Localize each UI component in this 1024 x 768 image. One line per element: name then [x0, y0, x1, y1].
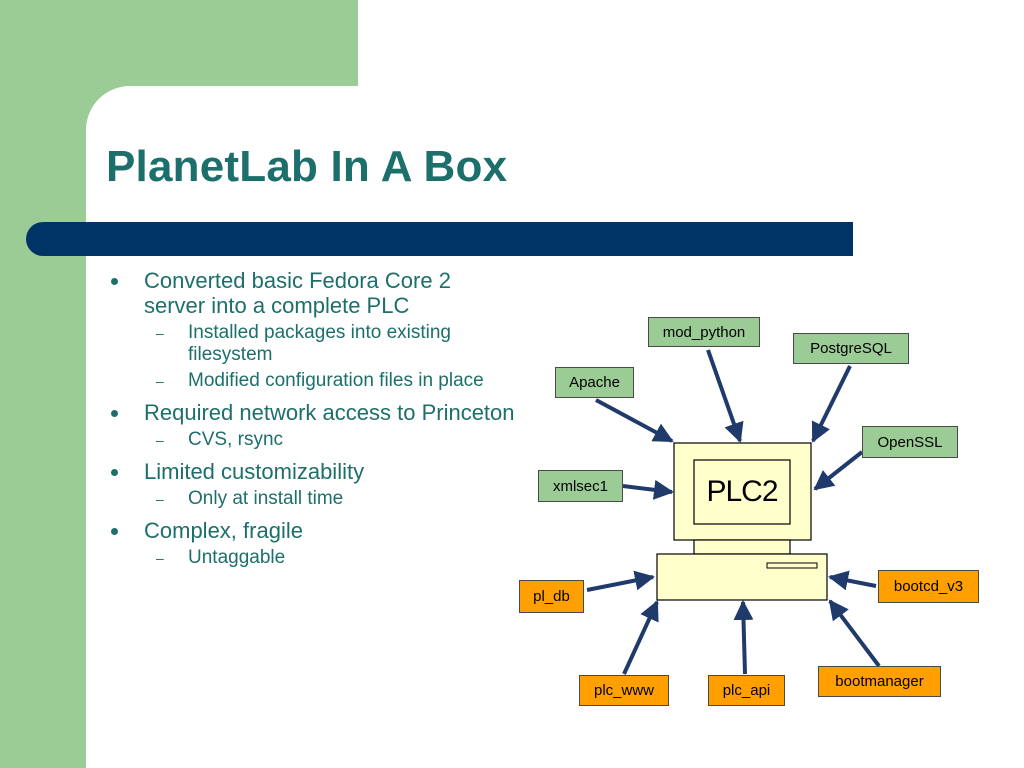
monitor-stand	[693, 539, 791, 555]
base-unit	[656, 553, 828, 601]
sub-bullet-item: – Modified configuration files in place	[106, 370, 516, 392]
computer-icon	[656, 442, 828, 601]
background-green-stripe	[0, 0, 86, 768]
sub-bullet-text: CVS, rsync	[188, 429, 284, 450]
arrow-postgresql	[811, 365, 852, 443]
bullet-item: Converted basic Fedora Core 2 server int…	[106, 268, 516, 318]
dash-icon: –	[156, 432, 164, 448]
dash-icon: –	[156, 550, 164, 566]
arrow-plc-api	[733, 600, 754, 675]
bootmanager-box: bootmanager	[818, 666, 941, 697]
plc2-label: PLC2	[706, 475, 778, 508]
sub-bullet-text: Untaggable	[188, 547, 286, 568]
arrow-xmlsec1	[622, 479, 674, 500]
sub-bullet-item: – Only at install time	[106, 488, 516, 510]
plc-api-box: plc_api	[708, 675, 785, 706]
dash-icon: –	[156, 491, 164, 507]
bullet-item: Required network access to Princeton	[106, 400, 516, 425]
bullet-dot-icon	[111, 410, 118, 417]
xmlsec1-box: xmlsec1	[538, 470, 623, 502]
sub-bullet-text: Modified configuration files in place	[188, 370, 484, 391]
sub-bullet-text: Only at install time	[188, 488, 344, 509]
sub-bullet-item: – Untaggable	[106, 547, 516, 569]
plc-www-box: plc_www	[579, 675, 669, 706]
sub-bullet-item: – CVS, rsync	[106, 429, 516, 451]
dash-icon: –	[156, 325, 164, 341]
bullet-text: Limited customizability	[144, 459, 365, 484]
bullet-dot-icon	[111, 278, 118, 285]
slide-title: PlanetLab In A Box	[106, 142, 508, 191]
title-underline-bar	[26, 222, 853, 256]
arrow-pl-db	[586, 570, 655, 592]
arrow-bootcd-v3	[828, 570, 877, 591]
sub-bullet-item: – Installed packages into existing files…	[106, 322, 516, 366]
bullet-text: Converted basic Fedora Core 2 server int…	[144, 268, 451, 318]
sub-bullet-text: Installed packages into existing filesys…	[188, 322, 451, 365]
arrows	[586, 349, 881, 675]
pl-db-box: pl_db	[519, 580, 584, 613]
arrow-mod-python	[706, 349, 744, 443]
bullet-list: Converted basic Fedora Core 2 server int…	[106, 268, 516, 569]
disk-slot	[766, 562, 818, 569]
bullet-item: Complex, fragile	[106, 518, 516, 543]
dash-icon: –	[156, 373, 164, 389]
openssl-box: OpenSSL	[862, 426, 958, 458]
postgresql-box: PostgreSQL	[793, 333, 909, 364]
arrow-bootmanager	[828, 599, 881, 668]
mod-python-box: mod_python	[648, 317, 760, 347]
bullet-item: Limited customizability	[106, 459, 516, 484]
bullet-dot-icon	[111, 469, 118, 476]
arrow-apache	[595, 398, 674, 443]
bullet-text: Required network access to Princeton	[144, 400, 515, 425]
monitor-screen	[693, 459, 791, 525]
bullet-text: Complex, fragile	[144, 518, 303, 543]
bullet-dot-icon	[111, 528, 118, 535]
apache-box: Apache	[555, 367, 634, 398]
arrow-plc-www	[622, 600, 659, 675]
arrow-openssl	[813, 450, 864, 491]
bootcd-v3-box: bootcd_v3	[878, 570, 979, 603]
